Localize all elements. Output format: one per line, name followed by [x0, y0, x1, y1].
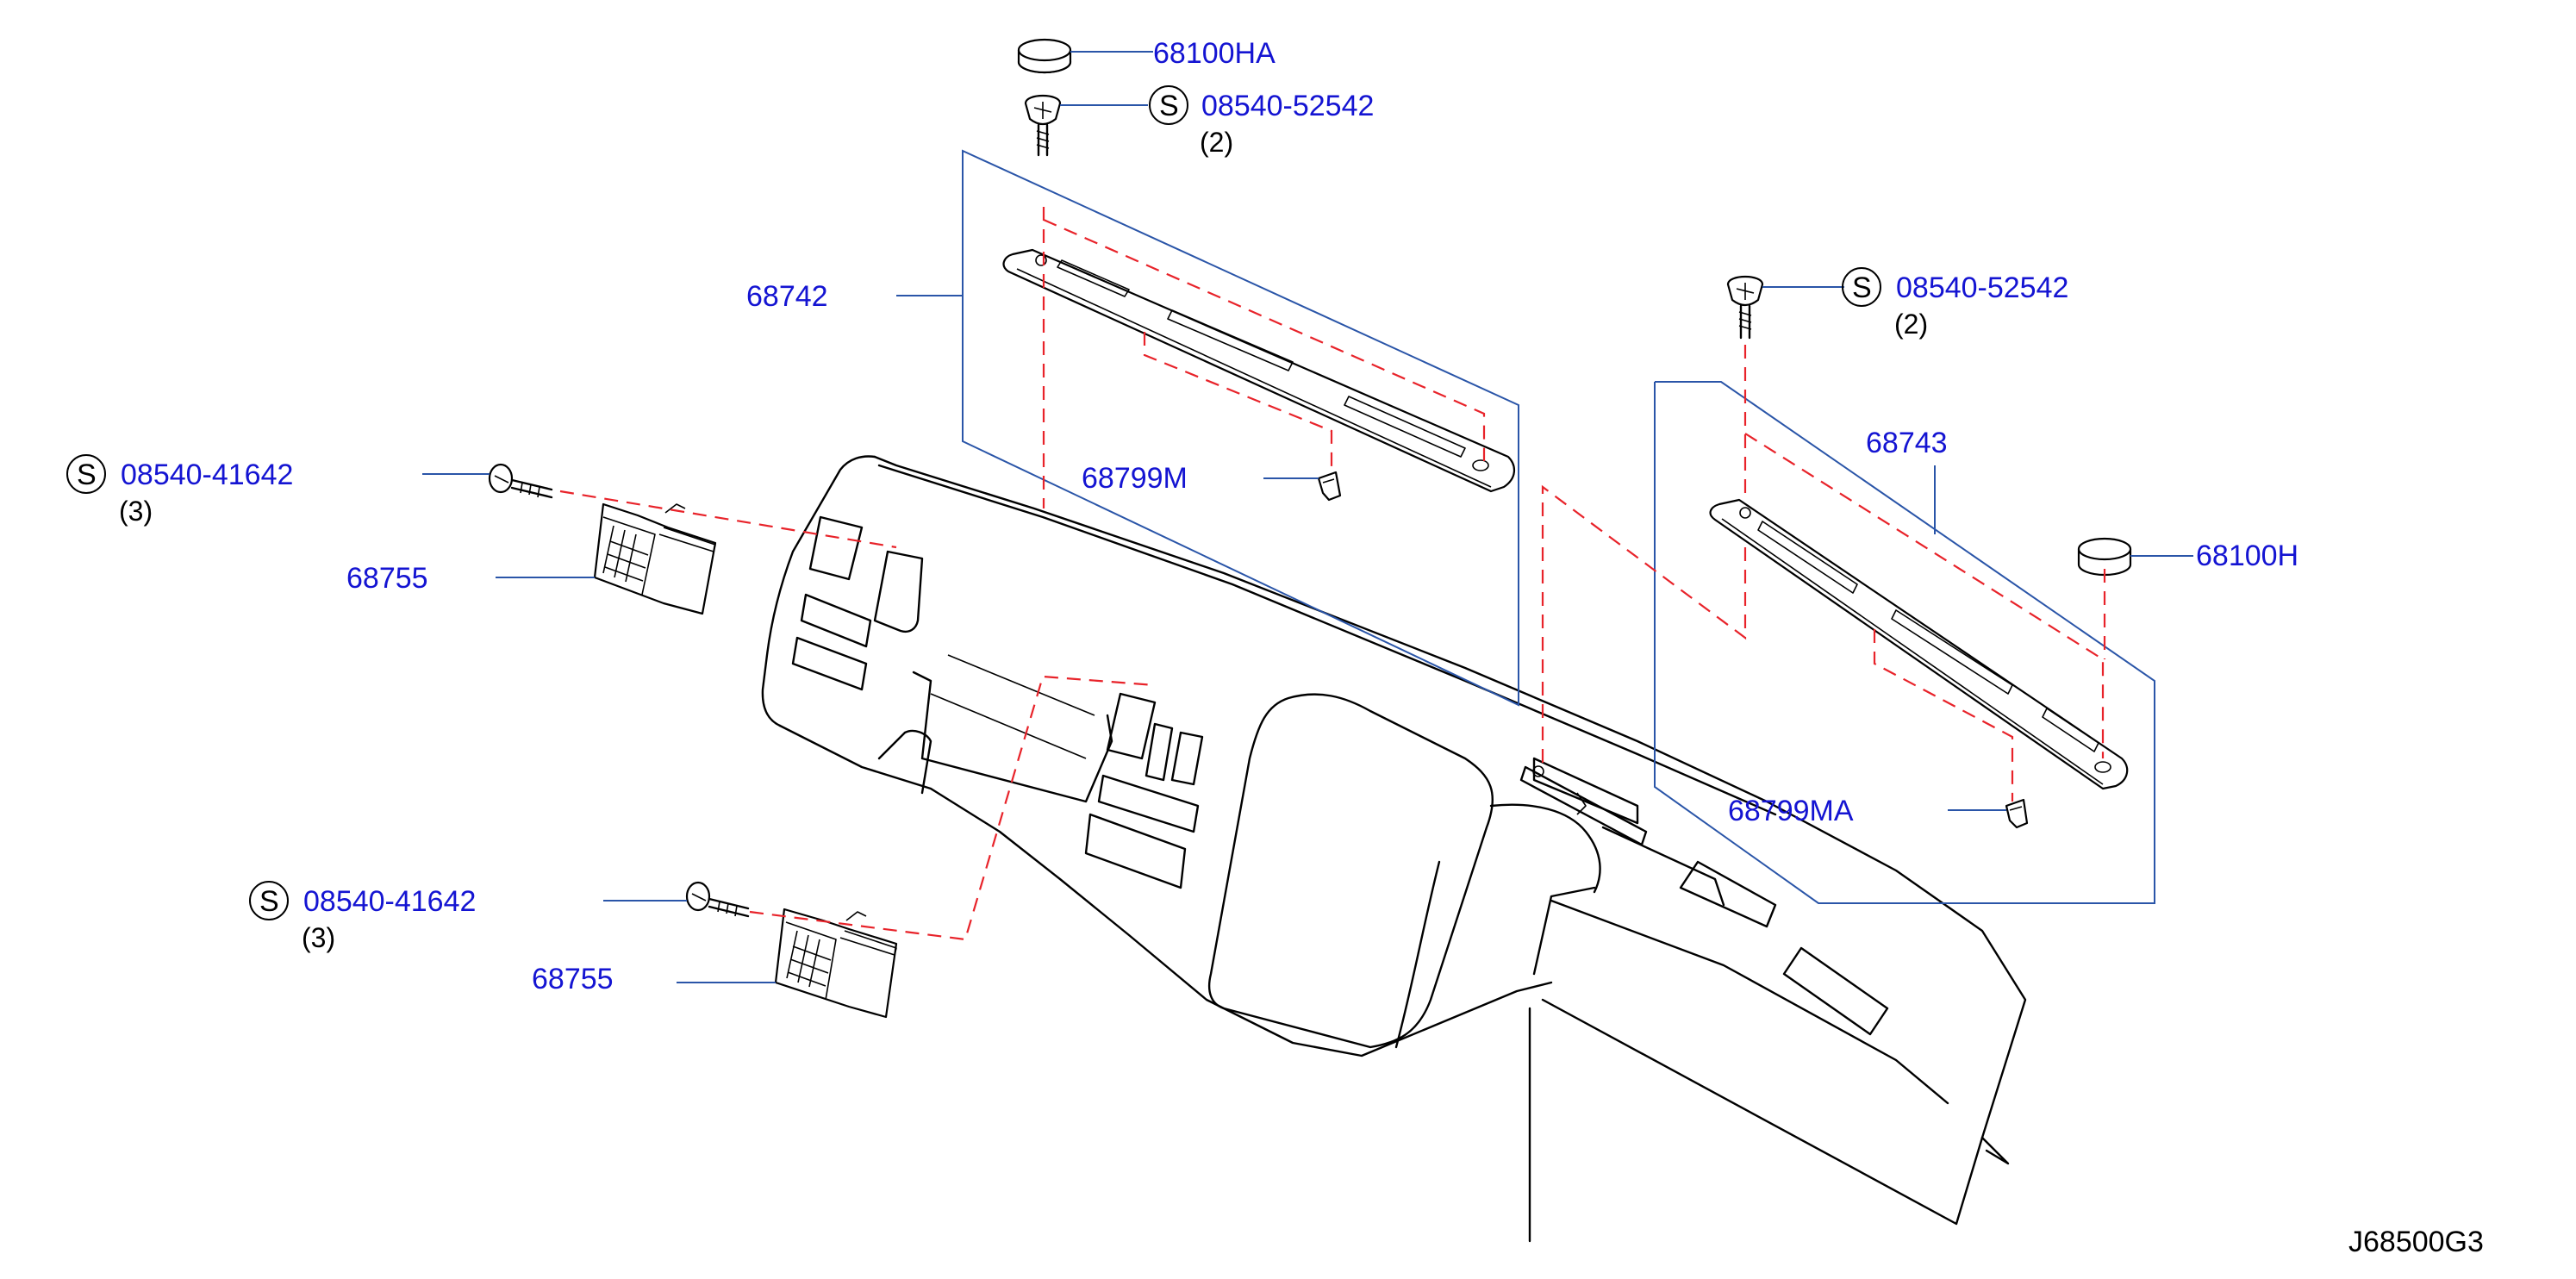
right-clip-label: 68799MA — [1728, 795, 1854, 827]
left-finisher-part — [1002, 248, 1515, 493]
screw-vent-upper-label: 08540-41642 — [121, 459, 293, 491]
standard-part-symbol: S — [77, 459, 97, 491]
vent-upper-part — [593, 502, 717, 615]
right-screw-part — [1726, 275, 1764, 340]
vent-lower-label: 68755 — [532, 963, 614, 995]
vent-upper-label: 68755 — [346, 562, 428, 595]
screw-vent-upper-callout: S 08540-41642 (3) — [66, 454, 293, 527]
screw-right-qty: (2) — [1894, 309, 1928, 340]
standard-part-circle — [249, 881, 289, 920]
left-clip-part — [1317, 471, 1342, 502]
standard-part-symbol: S — [1852, 271, 1872, 304]
leader-lines — [422, 51, 2193, 983]
standard-part-circle — [66, 454, 106, 494]
left-finisher-group — [962, 38, 1519, 707]
screw-top-callout: S 08540-52542 (2) — [1149, 85, 1374, 158]
screw-vent-lower-label: 08540-41642 — [303, 885, 476, 918]
screw-vent-upper-qty: (3) — [119, 496, 153, 527]
cap-top-part — [1017, 38, 1072, 74]
vent-upper-group — [488, 463, 897, 615]
left-finisher-label: 68742 — [746, 280, 828, 313]
screw-top-qty: (2) — [1200, 127, 1233, 158]
vent-lower-screw — [685, 881, 750, 918]
standard-part-symbol: S — [1159, 90, 1179, 122]
left-clip-label: 68799M — [1082, 462, 1188, 495]
right-clip-part — [2005, 798, 2029, 829]
standard-part-symbol: S — [259, 885, 279, 918]
vent-lower-part — [774, 908, 898, 1019]
diagram-code: J68500G3 — [2348, 1226, 2484, 1258]
right-finisher-label: 68743 — [1866, 427, 1948, 459]
cap-right-label: 68100H — [2196, 540, 2298, 572]
screw-right-callout: S 08540-52542 (2) — [1842, 267, 2068, 340]
screw-right-label: 08540-52542 — [1896, 271, 2068, 304]
right-finisher-box — [1654, 381, 2155, 904]
screw-vent-lower-callout: S 08540-41642 (3) — [249, 881, 476, 953]
vent-lower-group — [685, 675, 1156, 1019]
standard-part-circle — [1149, 85, 1188, 125]
cap-right-part — [2077, 537, 2132, 577]
top-screw-part — [1024, 94, 1062, 157]
right-finisher-part — [1709, 498, 2129, 790]
cap-top-label: 68100HA — [1153, 37, 1276, 70]
screw-top-label: 08540-52542 — [1201, 90, 1374, 122]
vent-upper-screw — [488, 463, 553, 499]
right-finisher-group — [1541, 275, 2155, 904]
instrument-panel — [761, 455, 2027, 1243]
left-finisher-box — [962, 149, 1519, 707]
screw-vent-lower-qty: (3) — [302, 922, 335, 953]
standard-part-circle — [1842, 267, 1881, 307]
